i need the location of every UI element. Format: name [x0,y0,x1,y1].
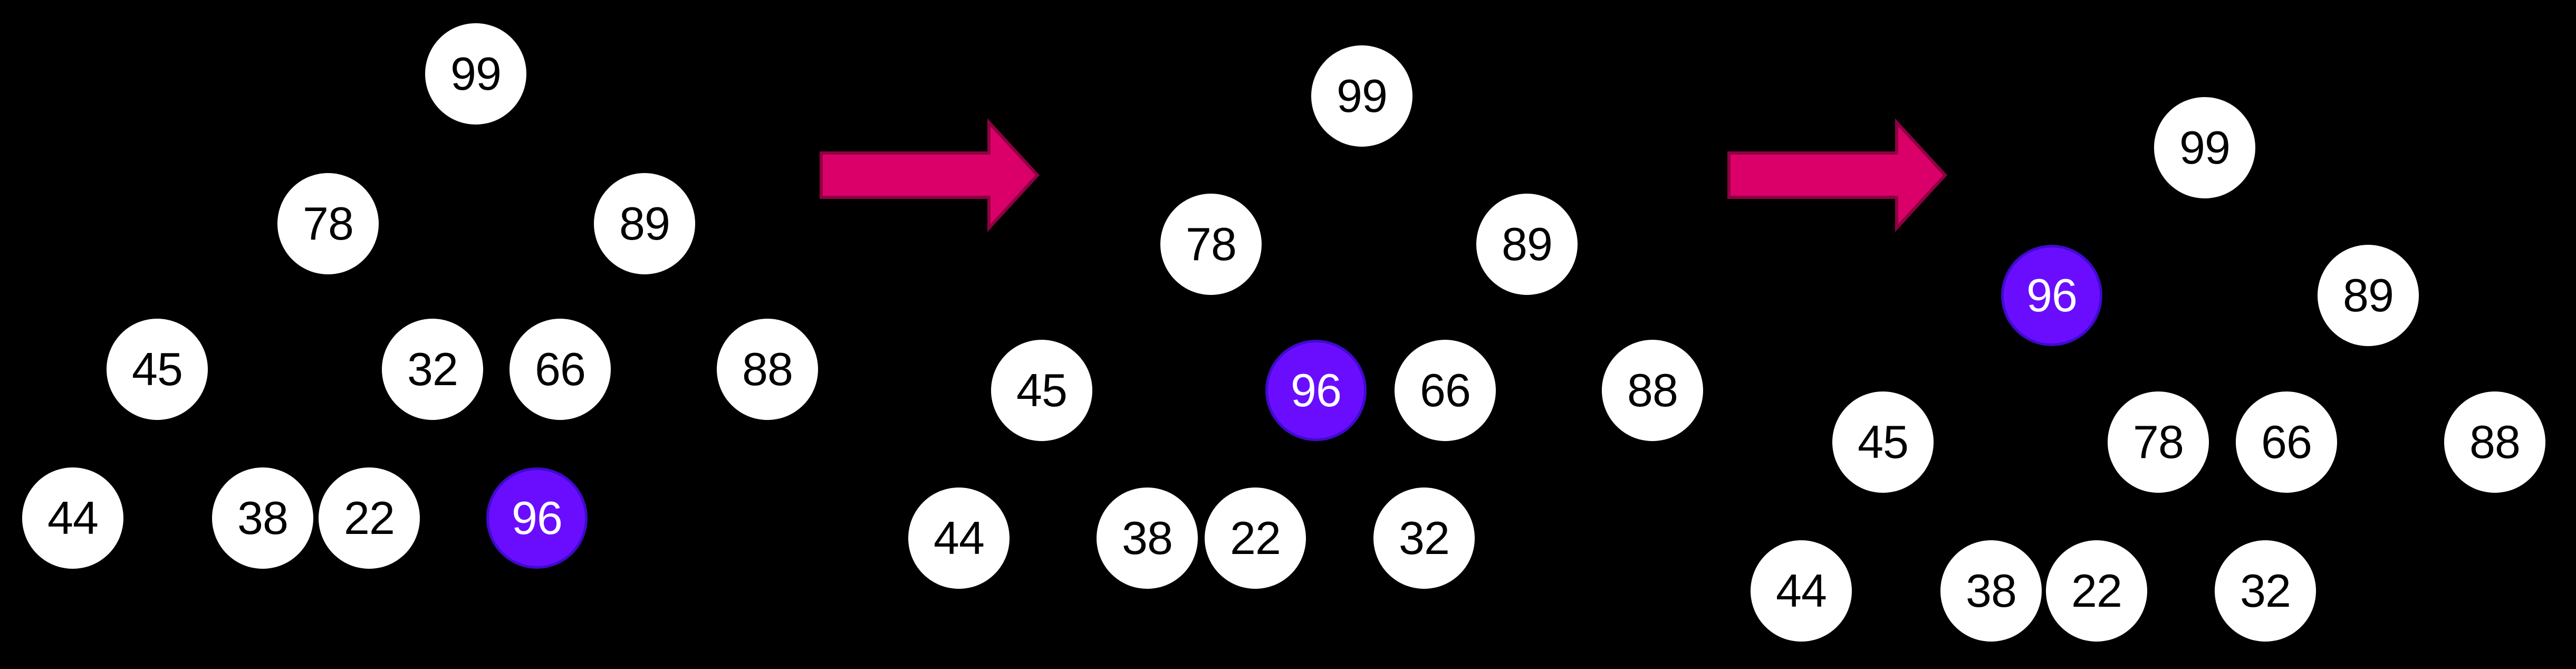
heap-node-38[interactable]: 38 [212,467,313,569]
heap-node-99[interactable]: 99 [1311,45,1412,147]
heap-node-22[interactable]: 22 [2046,540,2147,642]
heap-node-38[interactable]: 38 [1097,488,1198,589]
heap-node-88[interactable]: 88 [1602,340,1703,441]
right-arrow-icon [1727,118,1948,232]
heap-node-78[interactable]: 78 [1160,194,1262,295]
transition-arrow-1 [820,118,1040,232]
heap-node-44[interactable]: 44 [1751,540,1852,642]
heap-node-66[interactable]: 66 [510,319,611,420]
heap-node-89[interactable]: 89 [2318,245,2419,346]
heap-node-32[interactable]: 32 [1373,488,1475,589]
heap-node-78[interactable]: 78 [2108,391,2209,493]
heap-node-96[interactable]: 96 [1265,340,1367,441]
heap-node-99[interactable]: 99 [425,23,526,125]
heap-node-44[interactable]: 44 [22,467,123,569]
heap-node-88[interactable]: 88 [2444,391,2545,493]
heap-node-89[interactable]: 89 [594,173,695,274]
heap-node-22[interactable]: 22 [1205,488,1306,589]
heap-node-44[interactable]: 44 [908,488,1010,589]
heap-node-78[interactable]: 78 [277,173,379,274]
heap-node-32[interactable]: 32 [2215,540,2316,642]
heap-node-89[interactable]: 89 [1476,194,1578,295]
transition-arrow-2 [1727,118,1948,232]
right-arrow-icon [820,118,1040,232]
heap-node-45[interactable]: 45 [107,319,208,420]
heap-node-38[interactable]: 38 [1940,540,2042,642]
heap-node-32[interactable]: 32 [382,319,483,420]
heap-node-96[interactable]: 96 [486,467,588,569]
heap-node-66[interactable]: 66 [1395,340,1496,441]
heap-node-66[interactable]: 66 [2236,391,2337,493]
heap-node-88[interactable]: 88 [717,319,818,420]
heap-node-99[interactable]: 99 [2154,97,2255,198]
heap-node-45[interactable]: 45 [1832,391,1934,493]
heap-node-22[interactable]: 22 [319,467,420,569]
heap-node-96[interactable]: 96 [2001,245,2102,346]
heap-node-45[interactable]: 45 [991,340,1092,441]
